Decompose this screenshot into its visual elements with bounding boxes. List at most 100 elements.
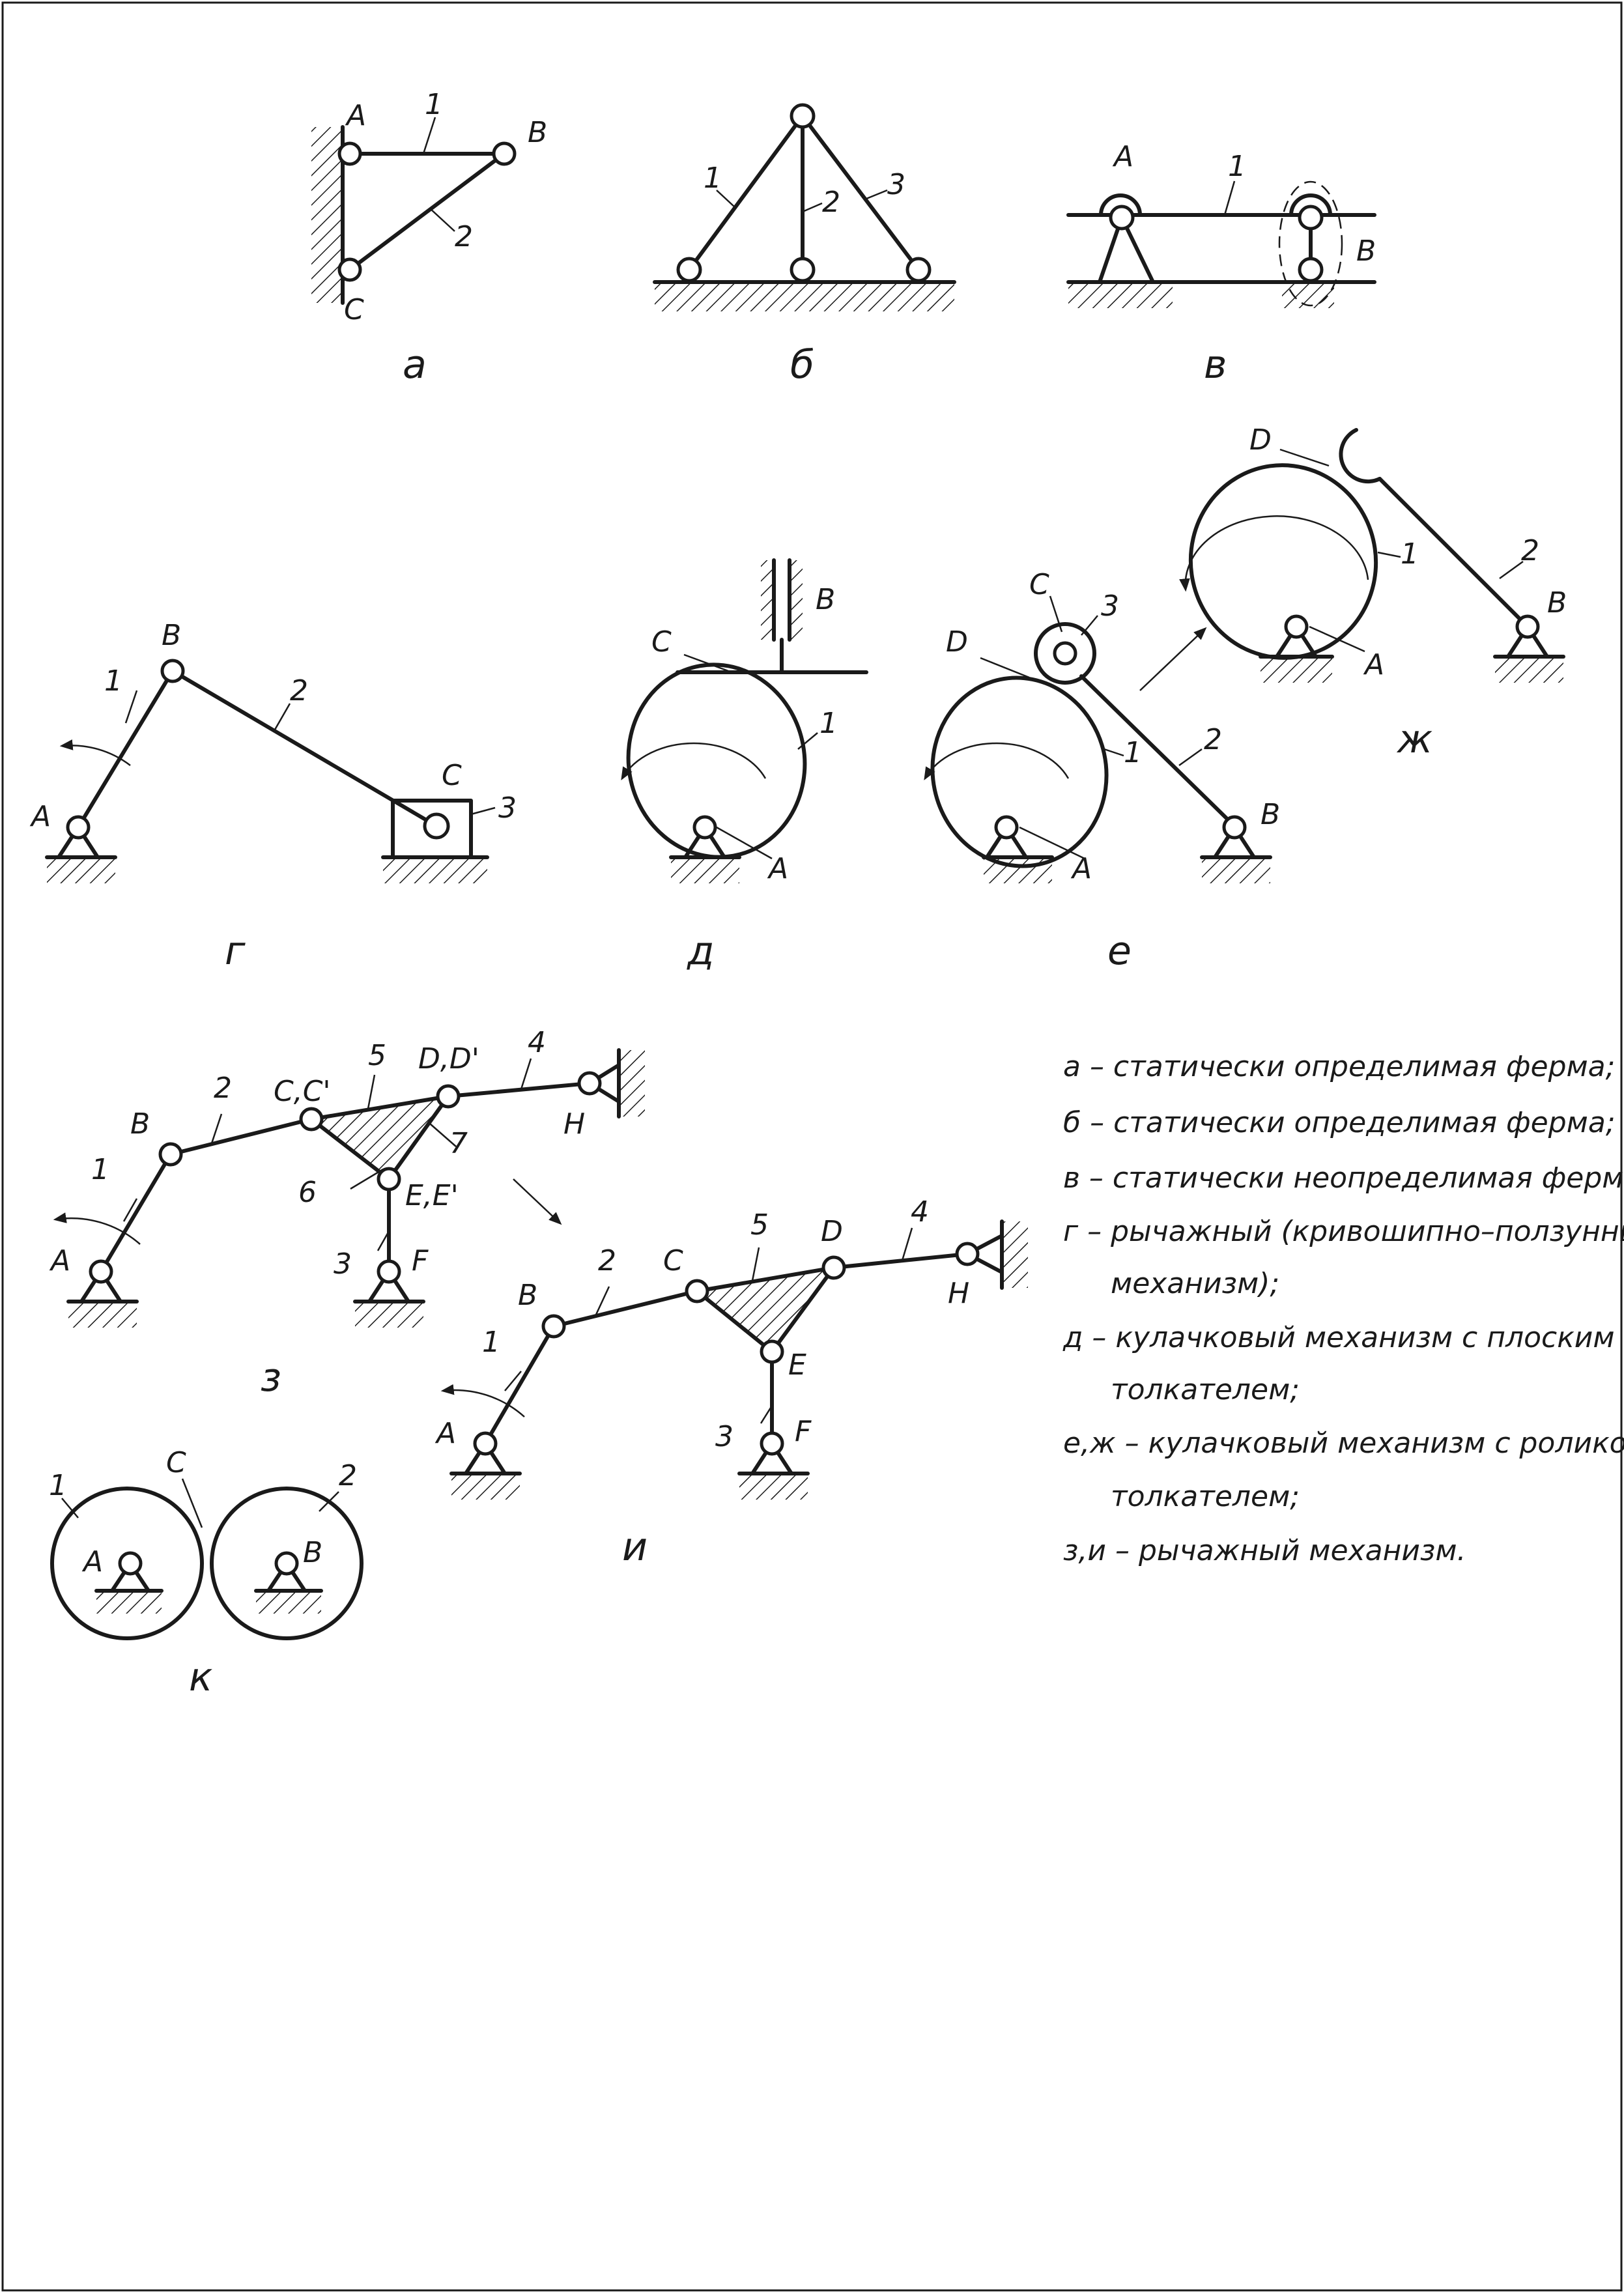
figure-d: A B C 1 д	[621, 558, 868, 974]
label-3: 3	[498, 791, 517, 825]
caption-g: г	[225, 928, 246, 974]
legend-line-2: б – статически определимая ферма;	[1063, 1106, 1616, 1139]
label-d: D	[1249, 423, 1272, 457]
label-2: 2	[214, 1072, 232, 1105]
label-a: A	[49, 1244, 70, 1277]
label-h: H	[948, 1277, 969, 1310]
label-b: B	[528, 116, 547, 149]
label-d-d1: D,D'	[418, 1042, 479, 1075]
label-h: H	[563, 1107, 585, 1141]
joint-b	[492, 141, 517, 166]
legend-line-6: д – кулачковый механизм с плоским	[1062, 1321, 1615, 1354]
label-1: 1	[482, 1326, 500, 1359]
label-a: A	[81, 1545, 103, 1578]
label-c: C	[344, 293, 364, 326]
label-1: 1	[819, 707, 838, 740]
label-5: 5	[368, 1039, 386, 1072]
caption-b: б	[790, 342, 814, 388]
legend-line-3: в – статически неопределимая ферма;	[1063, 1161, 1624, 1195]
joint-c	[337, 257, 362, 282]
figure-v: A B 1 в	[1066, 140, 1376, 388]
label-a: A	[345, 99, 366, 132]
label-e: E	[788, 1348, 806, 1382]
label-3: 3	[715, 1420, 734, 1453]
caption-z: з	[261, 1355, 281, 1401]
caption-v: в	[1204, 342, 1227, 388]
label-c: C	[663, 1244, 683, 1277]
caption-i: и	[622, 1524, 648, 1570]
label-a: A	[1070, 852, 1092, 885]
label-1: 1	[1228, 150, 1246, 183]
label-c: C	[1029, 568, 1049, 601]
label-2: 2	[455, 220, 473, 253]
label-7: 7	[449, 1127, 468, 1160]
label-4: 4	[528, 1026, 546, 1059]
legend-line-8: е,ж – кулачковый механизм с роликовым	[1063, 1427, 1624, 1460]
label-b: B	[303, 1536, 322, 1569]
label-1: 1	[91, 1153, 109, 1186]
legend-line-9: толкателем;	[1111, 1480, 1300, 1513]
label-1: 1	[1124, 736, 1142, 769]
label-1: 1	[1401, 537, 1419, 571]
caption-e: е	[1107, 928, 1132, 974]
caption-a: а	[403, 342, 427, 388]
figure-z: A B C,C' D,D' E,E' F H 1 2 3 4 5 6 7 з	[49, 1026, 645, 1401]
legend-line-10: з,и – рычажный механизм.	[1063, 1534, 1466, 1567]
figure-e: A B C D 1 2 3 е	[924, 568, 1280, 974]
figure-zh: A B D 1 2 ж	[1179, 423, 1567, 762]
label-e-e1: E,E'	[405, 1179, 459, 1212]
label-2: 2	[1204, 723, 1222, 756]
legend-line-4: г – рычажный (кривошипно–ползунный	[1063, 1215, 1624, 1248]
label-a: A	[1363, 648, 1384, 681]
label-b: B	[1261, 798, 1280, 831]
label-f: F	[412, 1244, 429, 1277]
legend-line-7: толкателем;	[1111, 1373, 1300, 1406]
label-a: A	[29, 800, 51, 833]
label-b: B	[130, 1107, 150, 1141]
label-2: 2	[598, 1244, 616, 1277]
label-2: 2	[290, 674, 308, 707]
label-6: 6	[298, 1176, 317, 1209]
label-3: 3	[1101, 590, 1119, 623]
figure-a: A B C 1 2 а	[311, 88, 547, 388]
label-5: 5	[750, 1208, 769, 1242]
joint-a	[337, 141, 362, 166]
label-b: B	[1356, 235, 1376, 268]
label-4: 4	[911, 1195, 929, 1229]
label-c: C	[651, 625, 672, 659]
figure-g: A B C 1 2 3 г	[29, 619, 517, 974]
figure-b: 1 2 3 б	[653, 103, 956, 388]
label-d: D	[821, 1215, 843, 1248]
transition-arrow-e-zh	[1139, 627, 1207, 691]
legend-line-1: а – статически определимая ферма;	[1063, 1050, 1615, 1083]
label-a: A	[767, 852, 788, 885]
label-1: 1	[425, 88, 443, 121]
caption-zh: ж	[1396, 717, 1432, 762]
label-2: 2	[1521, 534, 1539, 567]
transition-arrow-z-i	[513, 1178, 562, 1225]
label-3: 3	[334, 1247, 352, 1281]
label-c: C	[166, 1446, 186, 1479]
label-b: B	[1547, 586, 1567, 620]
legend: а – статически определимая ферма; б – ст…	[1062, 1050, 1624, 1567]
label-b: B	[816, 583, 835, 616]
label-3: 3	[887, 168, 905, 201]
label-1: 1	[104, 664, 122, 698]
label-c: C	[442, 759, 462, 792]
label-1: 1	[704, 162, 722, 195]
label-b: B	[162, 619, 181, 652]
label-d: D	[946, 625, 968, 659]
caption-d: д	[687, 928, 714, 974]
figure-k: A B C 1 2 к	[49, 1446, 363, 1700]
label-a: A	[1112, 140, 1133, 173]
legend-line-5: механизм);	[1111, 1267, 1279, 1300]
label-2: 2	[822, 186, 840, 219]
label-1: 1	[49, 1469, 67, 1502]
figure-i: A B C D E F H 1 2 3 4 5 и	[434, 1195, 1028, 1570]
label-c-c1: C,C'	[274, 1075, 331, 1108]
label-2: 2	[339, 1459, 357, 1492]
label-a: A	[434, 1417, 456, 1450]
label-b: B	[518, 1279, 537, 1312]
